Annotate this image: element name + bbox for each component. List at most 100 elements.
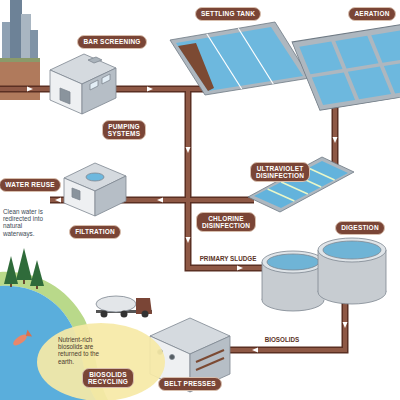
pipe-label: PRIMARY SLUDGE (199, 255, 258, 262)
settling-tank (238, 28, 273, 84)
digester-tank (323, 241, 381, 259)
station-label: SETTLING TANK (195, 7, 261, 20)
station-label: CHLORINE DISINFECTION (196, 212, 256, 233)
flow-arrow (186, 147, 191, 153)
settling-tank (170, 22, 310, 95)
flow-arrow (343, 322, 348, 328)
pumping-building (50, 54, 116, 114)
tree (16, 248, 32, 280)
flow-arrow (27, 87, 33, 92)
flow-arrow (186, 237, 191, 243)
city-skyline (0, 0, 40, 100)
digester-tank (262, 251, 324, 273)
pipe-label: BIOSOLIDS (264, 336, 301, 343)
fish (11, 333, 28, 348)
note-bubble-shape (37, 323, 165, 400)
flow-arrow (27, 87, 348, 353)
station-label: AERATION (348, 7, 395, 20)
digester-tank (386, 250, 387, 292)
filtration-building (95, 176, 126, 216)
station-name: AERATION (354, 10, 389, 17)
station-name: BIOSOLIDS RECYCLING (88, 371, 128, 386)
note-text: Nutrient-rich biosolids are returned to … (58, 336, 112, 365)
settling-tank (207, 34, 242, 89)
station-name: SETTLING TANK (201, 10, 255, 17)
digester-tank (318, 250, 319, 292)
aeration-tank (335, 36, 378, 69)
uv-channel (254, 161, 348, 208)
uv-channel (268, 189, 295, 201)
pumping-building (60, 88, 70, 104)
belt-press-building (196, 358, 224, 370)
belt-press-building (170, 355, 175, 360)
digester-tank (262, 262, 263, 300)
station-label: BELT PRESSES (158, 377, 221, 390)
city-skyline (30, 30, 38, 62)
aeration-tank (312, 72, 355, 105)
tree (30, 260, 44, 286)
station-label: BIOSOLIDS RECYCLING (82, 368, 134, 389)
note-text: Clean water is redirected into natural w… (3, 208, 47, 237)
station-name: ULTRAVIOLET DISINFECTION (256, 165, 304, 180)
flow-arrow (252, 348, 258, 353)
digester-tank (267, 254, 319, 270)
tanker-truck (121, 311, 128, 318)
fish (11, 330, 32, 348)
aeration-tank (299, 42, 342, 75)
flow-arrow (157, 198, 163, 203)
city-skyline (10, 0, 22, 62)
pumping-building (102, 74, 110, 84)
note-bubble: Nutrient-rich biosolids are returned to … (36, 322, 166, 400)
uv-channel (308, 168, 334, 180)
pumping-building (82, 68, 116, 114)
flow-arrow (147, 87, 153, 92)
city-skyline (21, 14, 31, 62)
filtration-building (64, 178, 95, 216)
note-bubble-shape (36, 322, 166, 400)
station-name: BELT PRESSES (164, 380, 215, 387)
station-name: PUMPING SYSTEMS (108, 123, 140, 138)
station-label: BAR SCREENING (77, 35, 146, 48)
tanker-truck (142, 311, 149, 318)
filtration-building (72, 188, 80, 200)
fish (23, 330, 32, 339)
tanker-truck (96, 296, 136, 312)
pumping-building (88, 57, 102, 63)
tanker-truck (101, 311, 108, 318)
tanker-truck (96, 296, 152, 318)
station-name: WATER REUSE (5, 181, 54, 188)
flow-arrow (55, 198, 61, 203)
aeration-tank (371, 30, 400, 63)
filtration-building (64, 163, 126, 216)
station-label: FILTRATION (69, 225, 121, 238)
flow-arrow (237, 266, 243, 271)
pumping-building (50, 70, 82, 114)
settling-tank (170, 22, 310, 95)
aeration-tank (292, 24, 400, 110)
pipe (332, 105, 339, 165)
city-skyline (2, 22, 11, 62)
station-name: BAR SCREENING (83, 38, 140, 45)
station-label: WATER REUSE (0, 178, 61, 191)
station-label: PUMPING SYSTEMS (102, 120, 146, 141)
aeration-tank (292, 24, 400, 110)
uv-channel (248, 157, 354, 212)
city-skyline (0, 58, 40, 62)
aeration-tank (348, 67, 391, 100)
station-label: DIGESTION (335, 221, 385, 234)
pipe (0, 89, 345, 350)
flow-arrow (333, 137, 338, 143)
settling-tank (178, 43, 214, 91)
uv-channel (281, 182, 308, 194)
city-skyline (0, 62, 40, 100)
tree (4, 256, 18, 284)
pumping-building (90, 80, 98, 90)
filtration-building (86, 173, 104, 181)
digester-tank (262, 238, 386, 311)
digester-tank (318, 238, 386, 262)
station-label: ULTRAVIOLET DISINFECTION (250, 162, 310, 183)
tree (4, 248, 44, 289)
station-name: CHLORINE DISINFECTION (202, 215, 250, 230)
station-name: DIGESTION (341, 224, 379, 231)
